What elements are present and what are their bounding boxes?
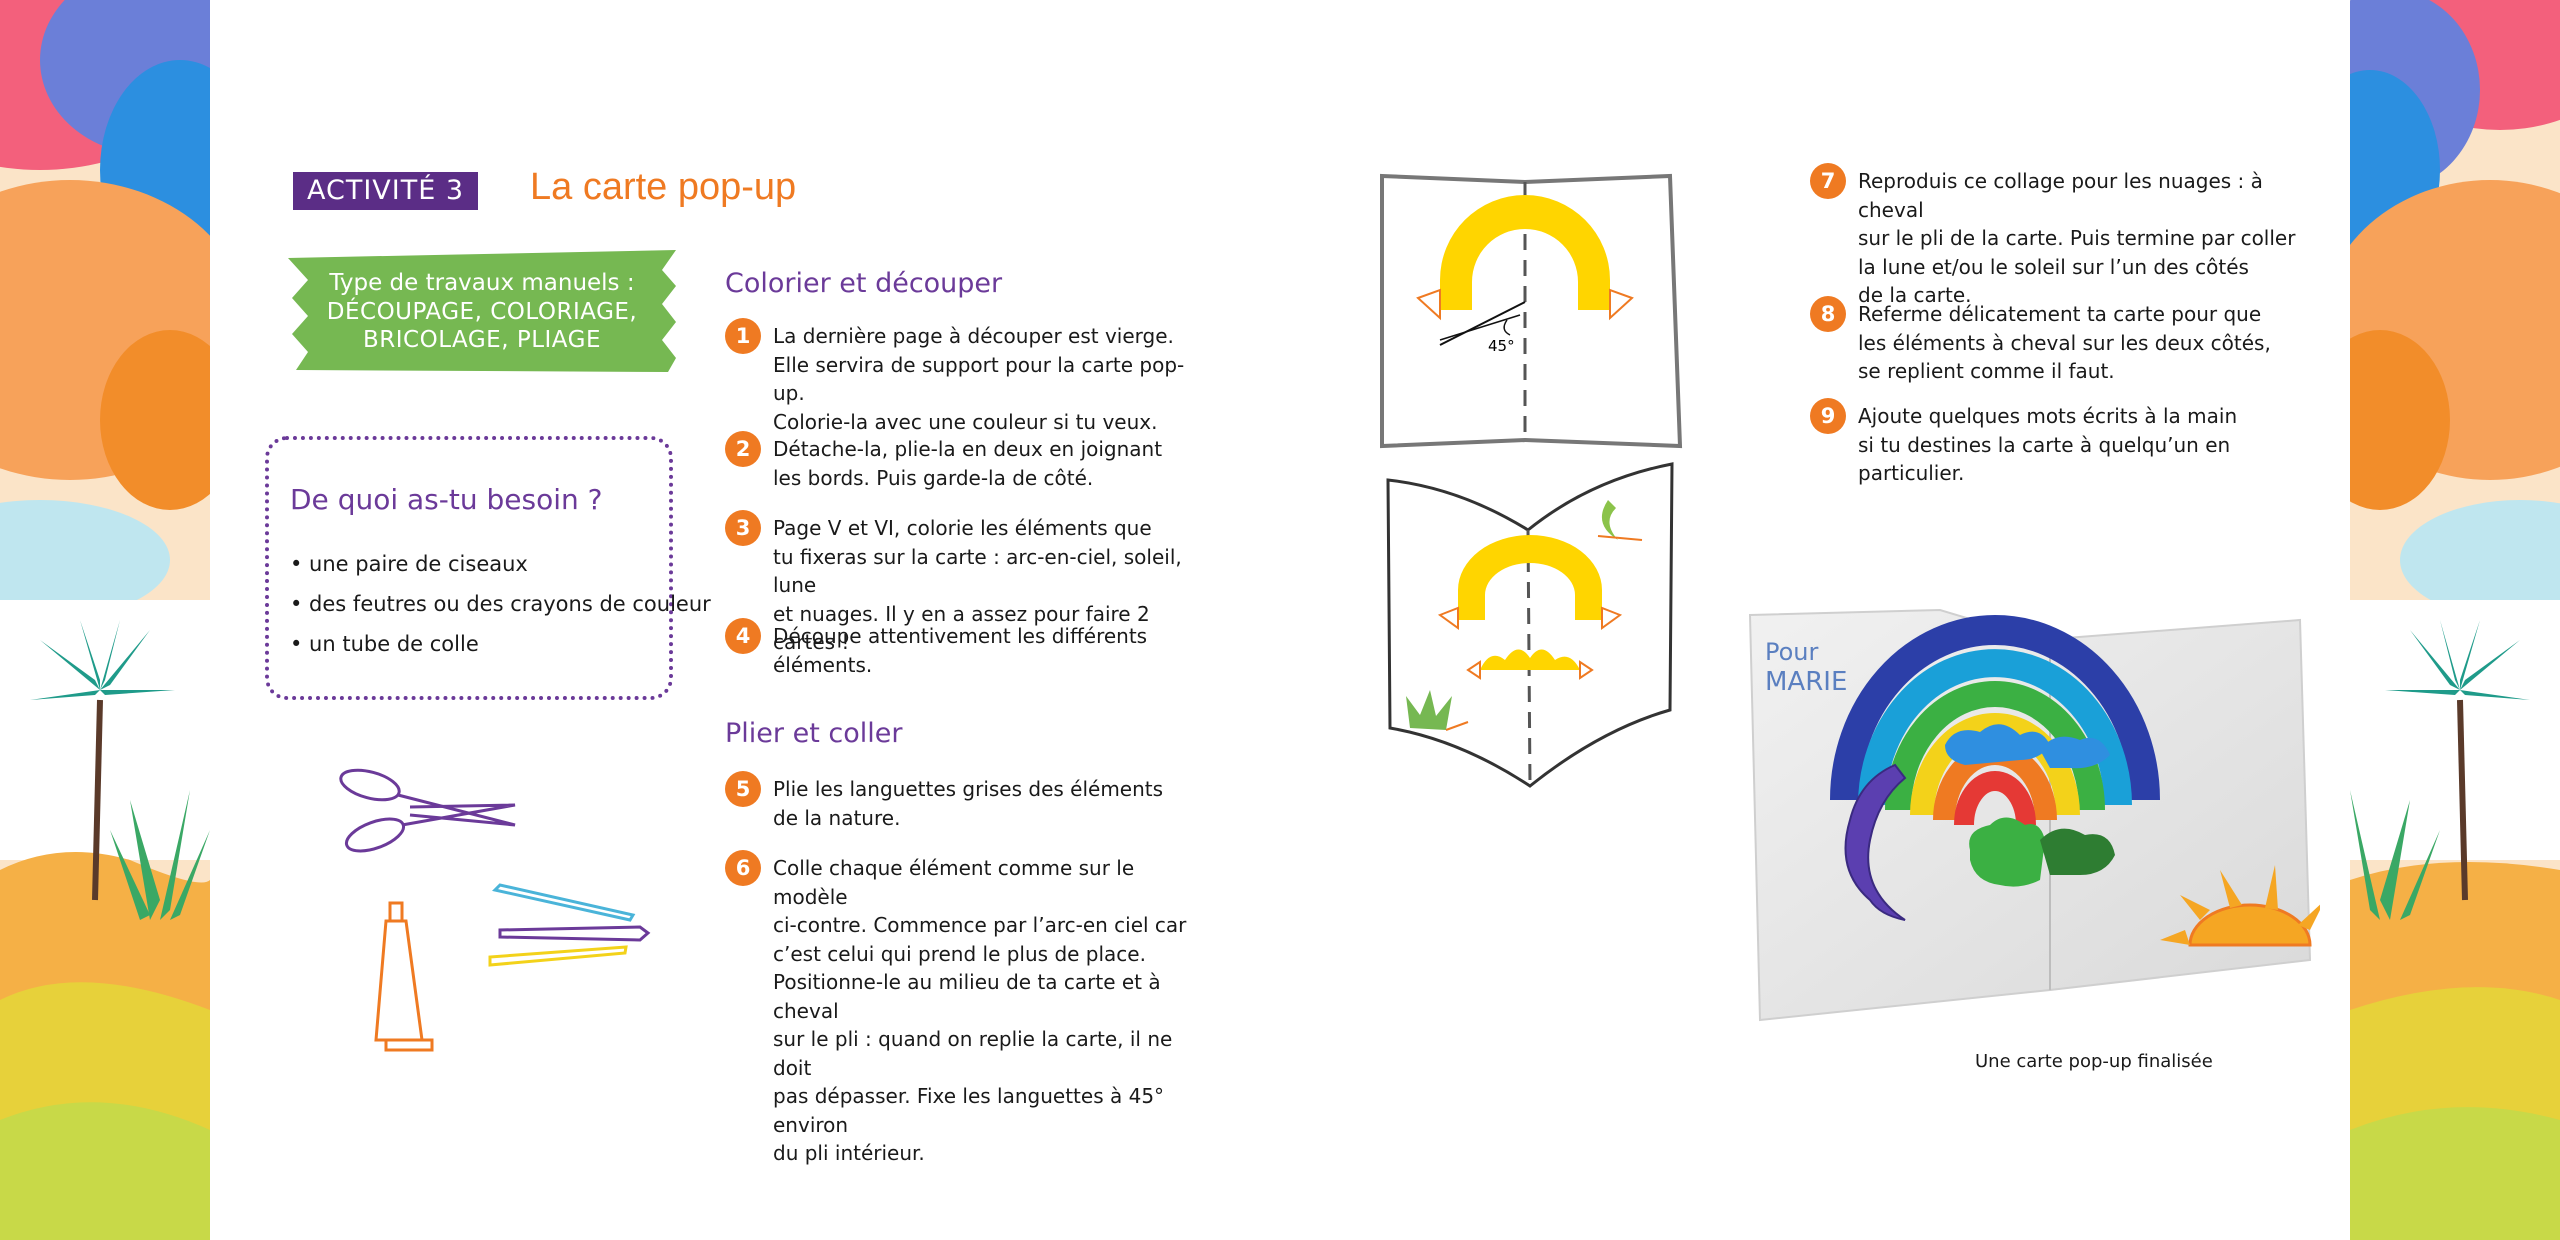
sun: [2160, 865, 2320, 947]
step-text: Page V et VI, colorie les éléments que t…: [773, 516, 1182, 654]
markers-icon: [488, 883, 651, 967]
step-text: Plie les languettes grises des éléments …: [773, 777, 1164, 830]
card-diagram-folded: [1386, 462, 1674, 788]
rainbow: [1830, 615, 2160, 826]
step-number: 7: [1810, 163, 1846, 199]
card-text-marie: MARIE: [1765, 667, 1847, 697]
step-text: Colle chaque élément comme sur le modèle…: [773, 856, 1187, 1165]
step-number: 2: [725, 431, 761, 467]
type-banner-line1: Type de travaux manuels :: [329, 270, 635, 296]
step-text: Ajoute quelques mots écrits à la main si…: [1858, 404, 2238, 485]
tools-illustration: [339, 768, 651, 1052]
needs-box: [265, 436, 673, 700]
type-banner: Type de travaux manuels : DÉCOUPAGE, COL…: [288, 268, 676, 354]
card-diagram-open: 45°: [1380, 173, 1683, 449]
needs-list: • une paire de ciseaux • des feutres ou …: [290, 544, 711, 664]
step-number: 6: [725, 850, 761, 886]
step-text: Détache-la, plie-la en deux en joignant …: [773, 437, 1163, 490]
type-banner-line3: BRICOLAGE, PLIAGE: [362, 327, 601, 353]
step-number: 5: [725, 771, 761, 807]
photo-caption: Une carte pop-up finalisée: [1975, 1051, 2213, 1072]
page-title: La carte pop-up: [530, 166, 797, 208]
step-number: 8: [1810, 296, 1846, 332]
glue-tube-icon: [374, 901, 434, 1052]
step-number: 9: [1810, 398, 1846, 434]
section-heading-colorier: Colorier et découper: [725, 268, 1003, 299]
needs-item: • des feutres ou des crayons de couleur: [290, 592, 711, 616]
finished-card-photo: Pour MARIE: [1748, 608, 2320, 1022]
needs-title: De quoi as-tu besoin ?: [290, 483, 603, 516]
scissors-icon: [339, 768, 516, 853]
needs-item: • une paire de ciseaux: [290, 552, 528, 576]
angle-label: 45°: [1488, 337, 1515, 355]
type-banner-line2: DÉCOUPAGE, COLORIAGE,: [326, 299, 638, 325]
left-decorative-panel: [0, 0, 210, 1240]
type-banner-shape: [288, 250, 676, 372]
step-text: Découpe attentivement les différents élé…: [773, 624, 1148, 677]
card-text-pour: Pour: [1765, 638, 1819, 666]
step-number: 3: [725, 510, 761, 546]
step-text: La dernière page à découper est vierge. …: [773, 324, 1185, 434]
step-number: 4: [725, 618, 761, 654]
section-heading-plier: Plier et coller: [725, 718, 903, 749]
activity-badge: ACTIVITÉ 3: [293, 172, 479, 210]
step-text: Referme délicatement ta carte pour que l…: [1858, 302, 2271, 383]
step-text: Reproduis ce collage pour les nuages : à…: [1858, 169, 2296, 307]
step-number: 1: [725, 318, 761, 354]
right-decorative-panel: [2350, 0, 2560, 1240]
needs-item: • un tube de colle: [290, 632, 479, 656]
